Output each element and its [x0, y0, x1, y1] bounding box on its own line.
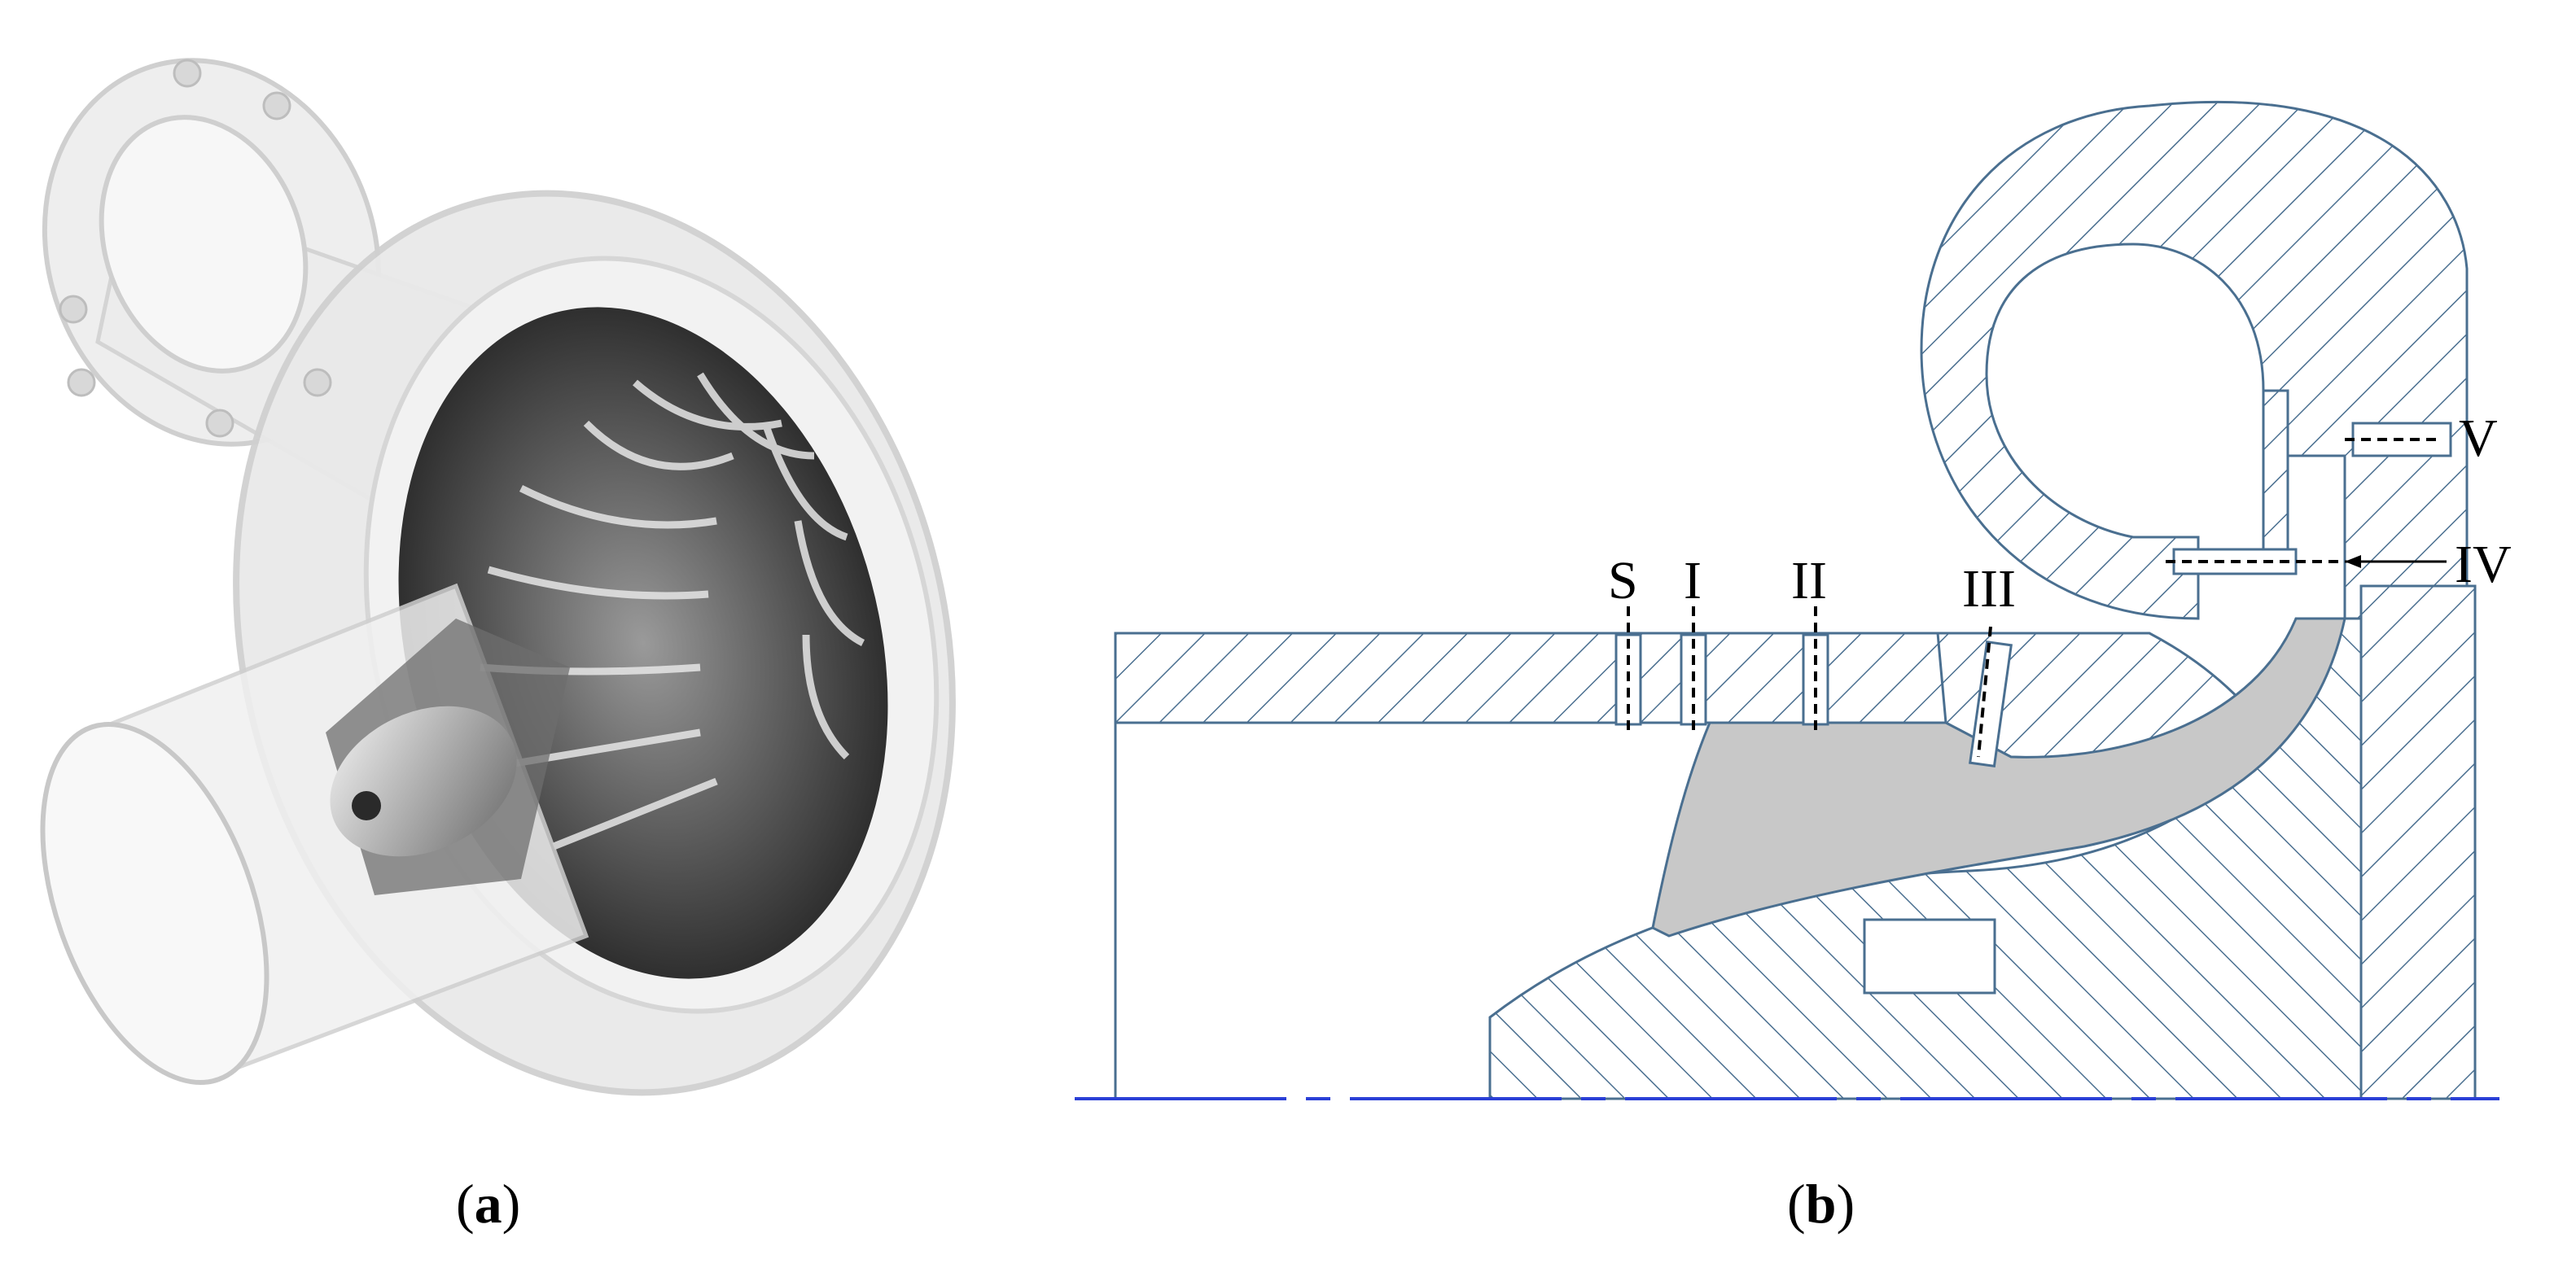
- outlet-bore: [99, 115, 309, 374]
- volute-tongue: [2262, 389, 2289, 571]
- inducer: [326, 619, 570, 895]
- station-label-IV: IV: [2455, 535, 2512, 594]
- volute-scroll: [1920, 100, 2469, 620]
- station-label-V: V: [2459, 409, 2498, 468]
- hub-nose: [330, 706, 517, 857]
- panel-b-section: S I II III IV V: [1075, 100, 2512, 1100]
- probe-III: [1969, 626, 2013, 768]
- caption-a: (a): [456, 1173, 521, 1235]
- station-label-S: S: [1608, 551, 1638, 610]
- probe-IV: [2166, 548, 2447, 575]
- caption-b: (b): [1787, 1173, 1855, 1235]
- flange-bolts: [59, 59, 332, 438]
- probe-S: [1614, 606, 1642, 732]
- vane-root: [1863, 918, 1996, 995]
- hub-bore: [352, 791, 381, 820]
- station-label-III: III: [1962, 559, 2016, 619]
- inlet-opening: [40, 722, 269, 1085]
- probe-V: [2345, 422, 2452, 457]
- station-label-I: I: [1684, 551, 1702, 610]
- probe-II: [1802, 606, 1829, 732]
- inlet-duct: [1114, 721, 1710, 1099]
- probe-I: [1680, 606, 1707, 732]
- panel-a-3d-view: [40, 58, 956, 1096]
- station-label-II: II: [1791, 551, 1827, 610]
- flow-passage: [1651, 617, 2346, 938]
- impeller-blades: [480, 372, 865, 850]
- back-plate: [2359, 584, 2477, 1100]
